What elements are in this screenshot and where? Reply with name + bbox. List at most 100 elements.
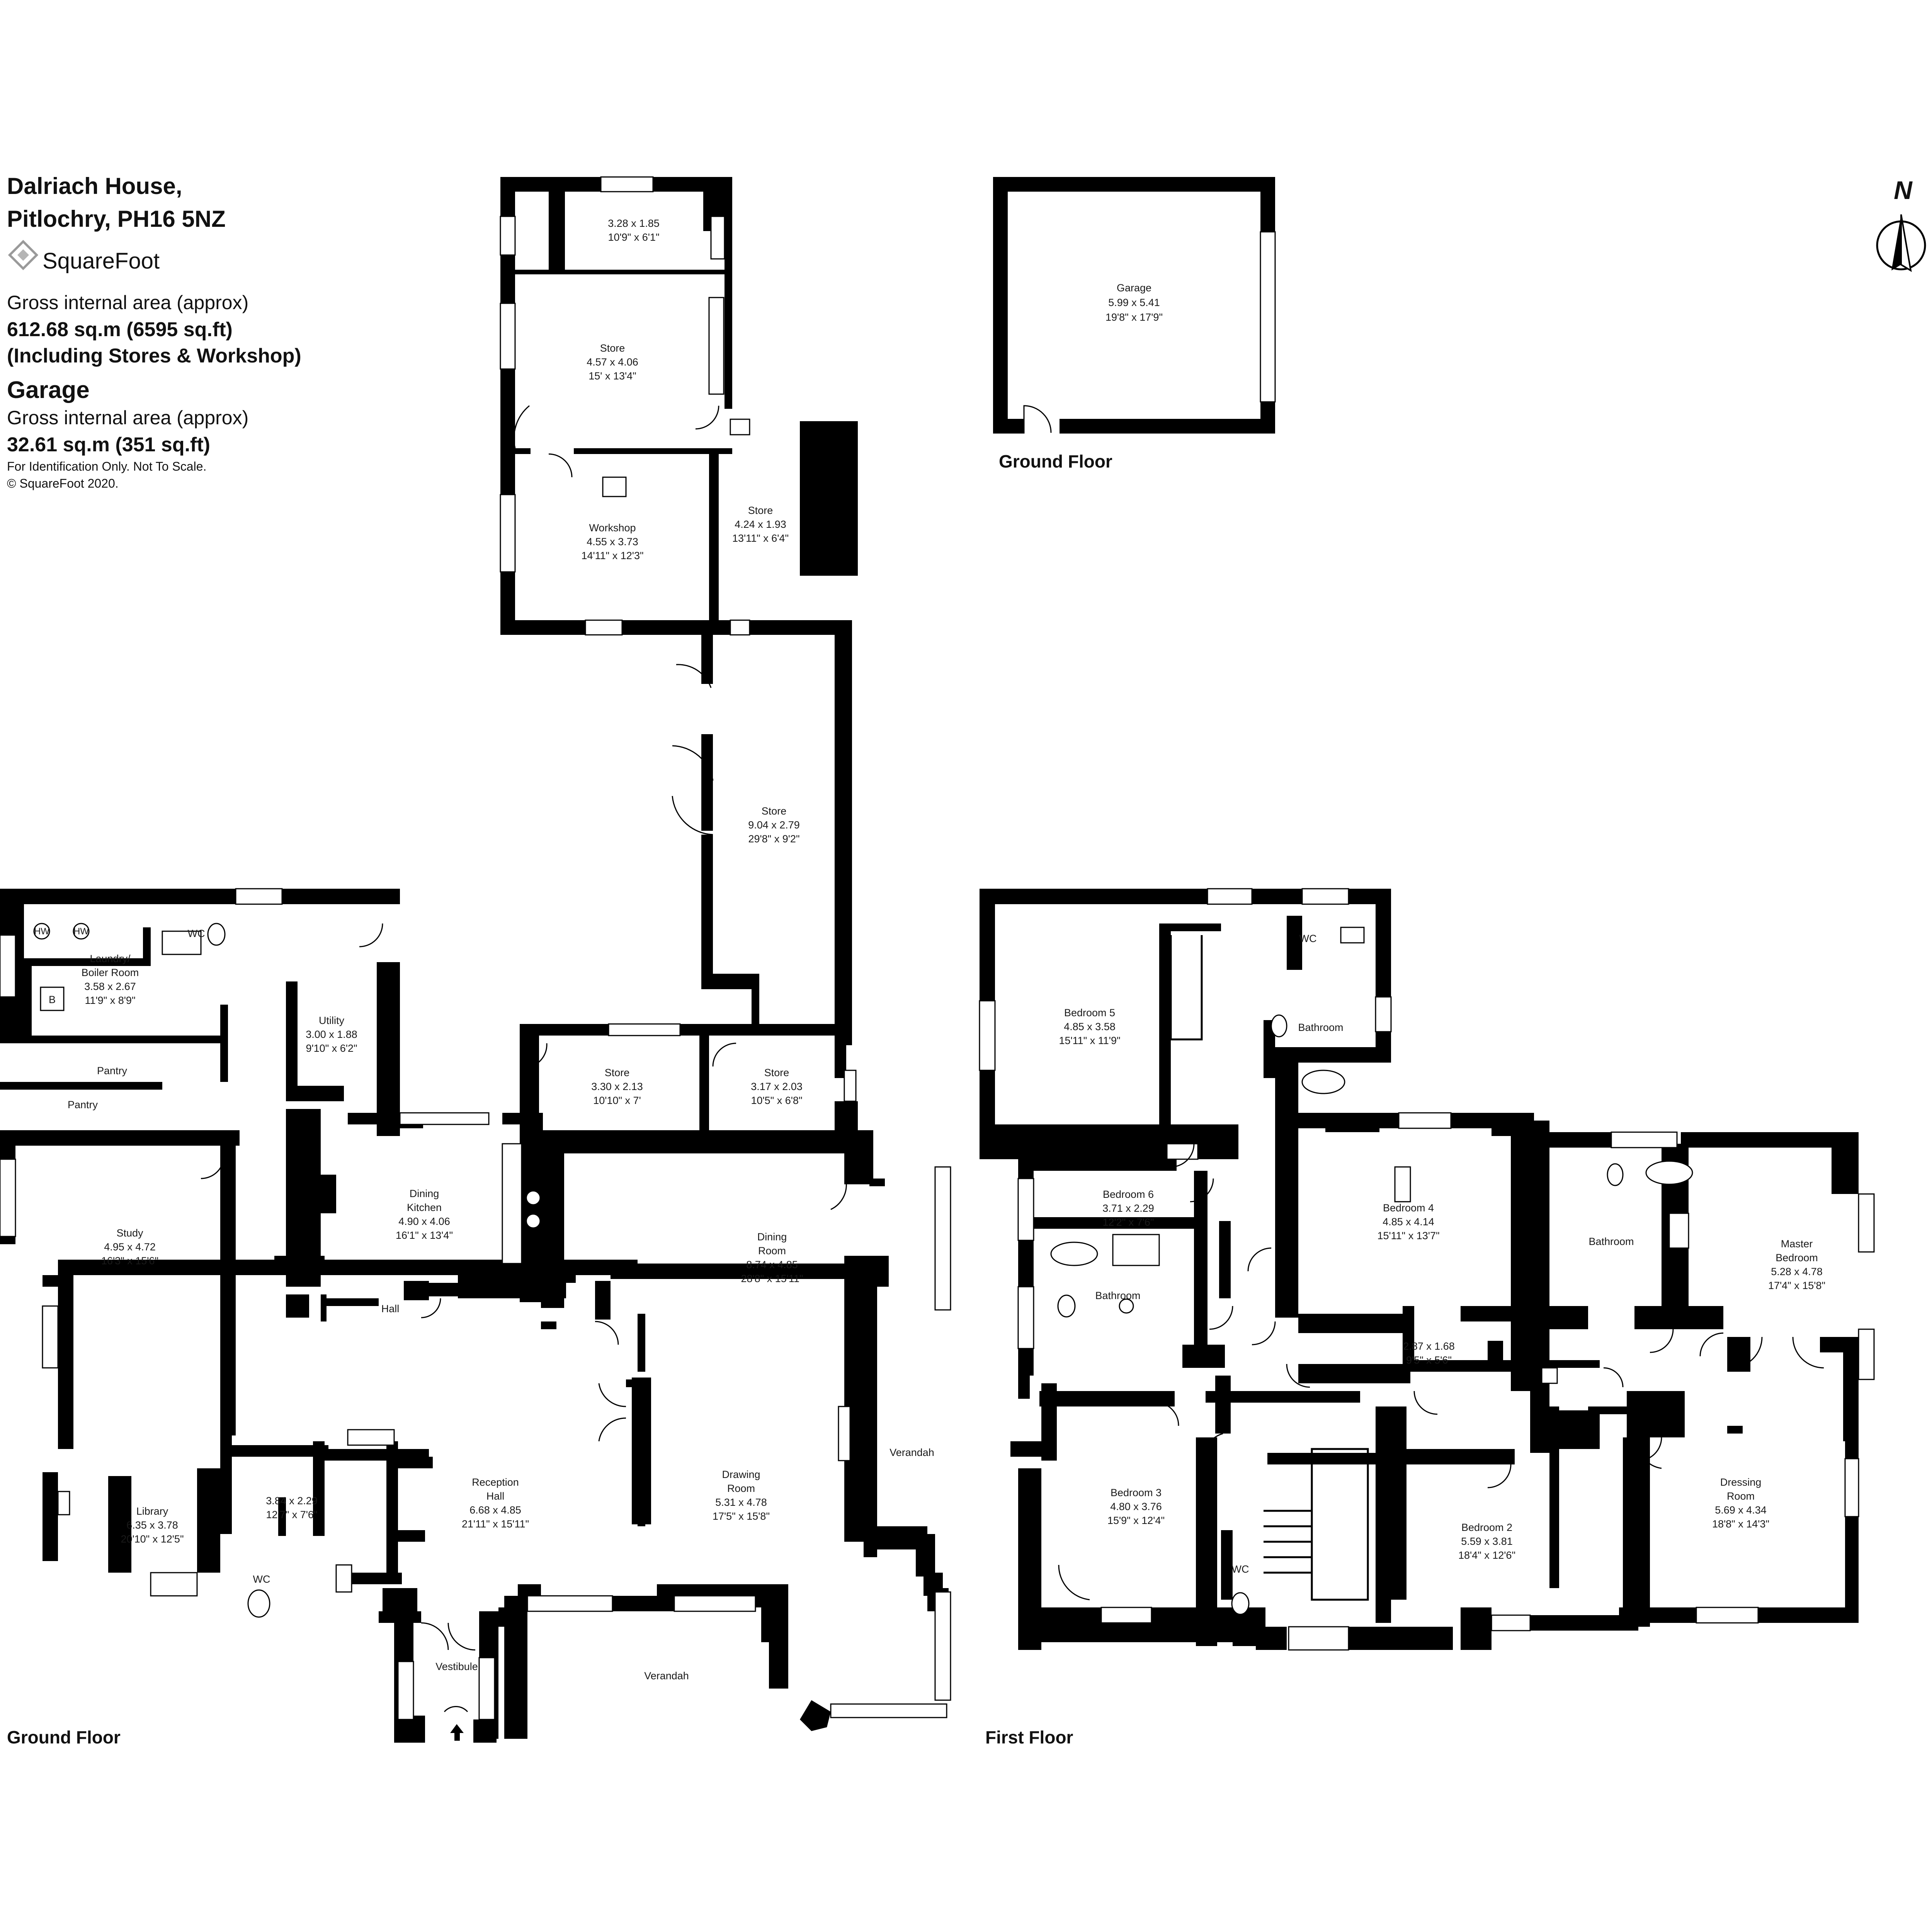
garage-room-metric: 5.99 x 5.41 [1108, 297, 1160, 308]
ground-store-long-name: Store [762, 805, 787, 817]
bedroom-4-metric: 4.85 x 4.14 [1383, 1216, 1434, 1228]
ground-hall-cupboard-metric: 3.84 x 2.29 [266, 1495, 318, 1507]
ground-store-small-metric: 3.28 x 1.85 [608, 218, 660, 229]
first-wc-bottom-label: WC [1232, 1563, 1249, 1575]
pantry-1-label: Pantry [97, 1065, 128, 1077]
master-bedroom-imperial: 17'4" x 15'8" [1768, 1280, 1825, 1291]
ground-store-2-imperial: 15' x 13'4" [588, 370, 636, 382]
pantry-2-label: Pantry [68, 1099, 98, 1111]
bathroom-top-label: Bathroom [1298, 1022, 1343, 1033]
dining-kitchen-metric: 4.90 x 4.06 [398, 1216, 450, 1227]
drawing-room-metric: 5.31 x 4.78 [715, 1497, 767, 1508]
dining-room-name: Dining [757, 1231, 787, 1243]
bedroom-5-name: Bedroom 5 [1064, 1007, 1115, 1019]
garage-plan: Garage 5.99 x 5.41 19'8" x 17'9" Ground … [993, 177, 1276, 471]
dressing-room-name-2: Room [1727, 1490, 1755, 1502]
bedroom-4-name: Bedroom 4 [1383, 1202, 1434, 1214]
garage-heading: Garage [7, 377, 90, 403]
master-bedroom-name: Master [1781, 1238, 1813, 1250]
reception-hall-name: Reception [472, 1476, 519, 1488]
disclaimer-text: For Identification Only. Not To Scale. [7, 459, 206, 473]
first-wc-top-label: WC [1299, 933, 1317, 944]
bedroom-2-imperial: 18'4" x 12'6" [1458, 1549, 1515, 1561]
house-area-value: 612.68 sq.m (6595 sq.ft) [7, 318, 233, 341]
study-name: Study [116, 1227, 143, 1239]
reception-hall-metric: 6.68 x 4.85 [469, 1504, 521, 1516]
verandah-right-label: Verandah [889, 1447, 934, 1458]
ground-wc-top-label: WC [188, 928, 205, 939]
garage-room-imperial: 19'8" x 17'9" [1105, 311, 1163, 323]
laundry-name-2: Boiler Room [82, 967, 139, 978]
drawing-room-imperial: 17'5" x 15'8" [713, 1510, 770, 1522]
ground-store-2-metric: 4.57 x 4.06 [587, 356, 638, 368]
bedroom-3-name: Bedroom 3 [1111, 1487, 1162, 1498]
bedroom-6-name: Bedroom 6 [1103, 1189, 1154, 1200]
laundry-name: Laundry/ [90, 953, 131, 964]
ground-store-5-name: Store [764, 1067, 789, 1078]
garage-floor-label: Ground Floor [999, 451, 1112, 471]
dressing-room-metric: 5.69 x 4.34 [1715, 1504, 1767, 1516]
bedroom-3-metric: 4.80 x 3.76 [1110, 1501, 1162, 1512]
hot-water-1-label: HW [34, 926, 49, 937]
address-line-1: Dalriach House, [7, 173, 182, 199]
ground-store-4-imperial: 10'10" x 7' [593, 1095, 641, 1106]
north-label: N [1894, 176, 1913, 204]
ground-store-small-imperial: 10'9" x 6'1" [608, 231, 659, 243]
reception-hall-name-2: Hall [486, 1490, 505, 1502]
ground-store-4-metric: 3.30 x 2.13 [591, 1081, 643, 1092]
bedroom-6-imperial: 12'2" x 7'6" [1102, 1216, 1154, 1228]
laundry-metric: 3.58 x 2.67 [84, 981, 136, 992]
dining-room-imperial: 28'8" x 15'11" [741, 1273, 803, 1284]
bedroom-5-imperial: 15'11" x 11'9" [1059, 1035, 1120, 1046]
ground-store-long-metric: 9.04 x 2.79 [748, 819, 800, 831]
utility-imperial: 9'10" x 6'2" [306, 1043, 357, 1054]
bedroom-2-name: Bedroom 2 [1461, 1522, 1512, 1533]
ground-store-4-name: Store [605, 1067, 630, 1078]
ground-store-5-imperial: 10'5" x 6'8" [751, 1095, 802, 1106]
vestibule-label: Vestibule [435, 1661, 478, 1672]
first-cupboard-imperial: 9'5" x 5'6" [1406, 1354, 1452, 1366]
library-metric: 6.35 x 3.78 [126, 1519, 178, 1531]
ground-store-3-name: Store [748, 505, 773, 516]
ground-store-3-metric: 4.24 x 1.93 [735, 519, 786, 530]
drawing-room-name: Drawing [722, 1469, 760, 1480]
house-area-label: Gross internal area (approx) [7, 292, 248, 313]
house-area-note: (Including Stores & Workshop) [7, 345, 301, 367]
north-compass: N [1876, 176, 1926, 272]
master-bedroom-metric: 5.28 x 4.78 [1771, 1266, 1823, 1277]
hall-label: Hall [381, 1303, 400, 1315]
workshop-metric: 4.55 x 3.73 [587, 536, 638, 548]
ground-store-5-metric: 3.17 x 2.03 [751, 1081, 803, 1092]
property-header: Dalriach House, Pitlochry, PH16 5NZ Squa… [7, 173, 301, 490]
ground-floor-label: Ground Floor [7, 1727, 121, 1747]
verandah-bottom-label: Verandah [644, 1670, 689, 1682]
library-name: Library [136, 1505, 168, 1517]
ground-store-2-name: Store [600, 342, 625, 354]
bathroom-master-label: Bathroom [1588, 1236, 1634, 1247]
first-floor-labels: Bedroom 5 4.85 x 3.58 15'11" x 11'9" Bed… [985, 933, 1825, 1747]
bedroom-4-imperial: 15'11" x 13'7" [1377, 1230, 1439, 1242]
squarefoot-logo: SquareFoot [8, 240, 160, 274]
first-floor-walls [980, 889, 1859, 1650]
bathroom-left-label: Bathroom [1095, 1290, 1140, 1301]
master-bedroom-name-2: Bedroom [1776, 1252, 1818, 1264]
laundry-imperial: 11'9" x 8'9" [85, 995, 135, 1006]
brand-name: SquareFoot [43, 248, 160, 274]
utility-metric: 3.00 x 1.88 [306, 1029, 357, 1040]
ground-wc-bottom-label: WC [253, 1573, 270, 1585]
dining-room-name-2: Room [758, 1245, 786, 1257]
first-floor-label: First Floor [985, 1727, 1073, 1747]
workshop-imperial: 14'11" x 12'3" [581, 550, 643, 561]
study-metric: 4.95 x 4.72 [104, 1241, 156, 1253]
copyright-text: © SquareFoot 2020. [7, 476, 119, 490]
workshop-name: Workshop [589, 522, 636, 534]
ground-hall-cupboard-imperial: 12'7" x 7'6" [266, 1509, 317, 1520]
reception-hall-imperial: 21'11" x 15'11" [462, 1518, 529, 1530]
ground-floor-openings [0, 176, 951, 1741]
dressing-room-imperial: 18'8" x 14'3" [1712, 1518, 1769, 1530]
bedroom-2-metric: 5.59 x 3.81 [1461, 1536, 1513, 1547]
dining-kitchen-imperial: 16'1" x 13'4" [396, 1230, 453, 1241]
bedroom-5-metric: 4.85 x 3.58 [1064, 1021, 1116, 1032]
